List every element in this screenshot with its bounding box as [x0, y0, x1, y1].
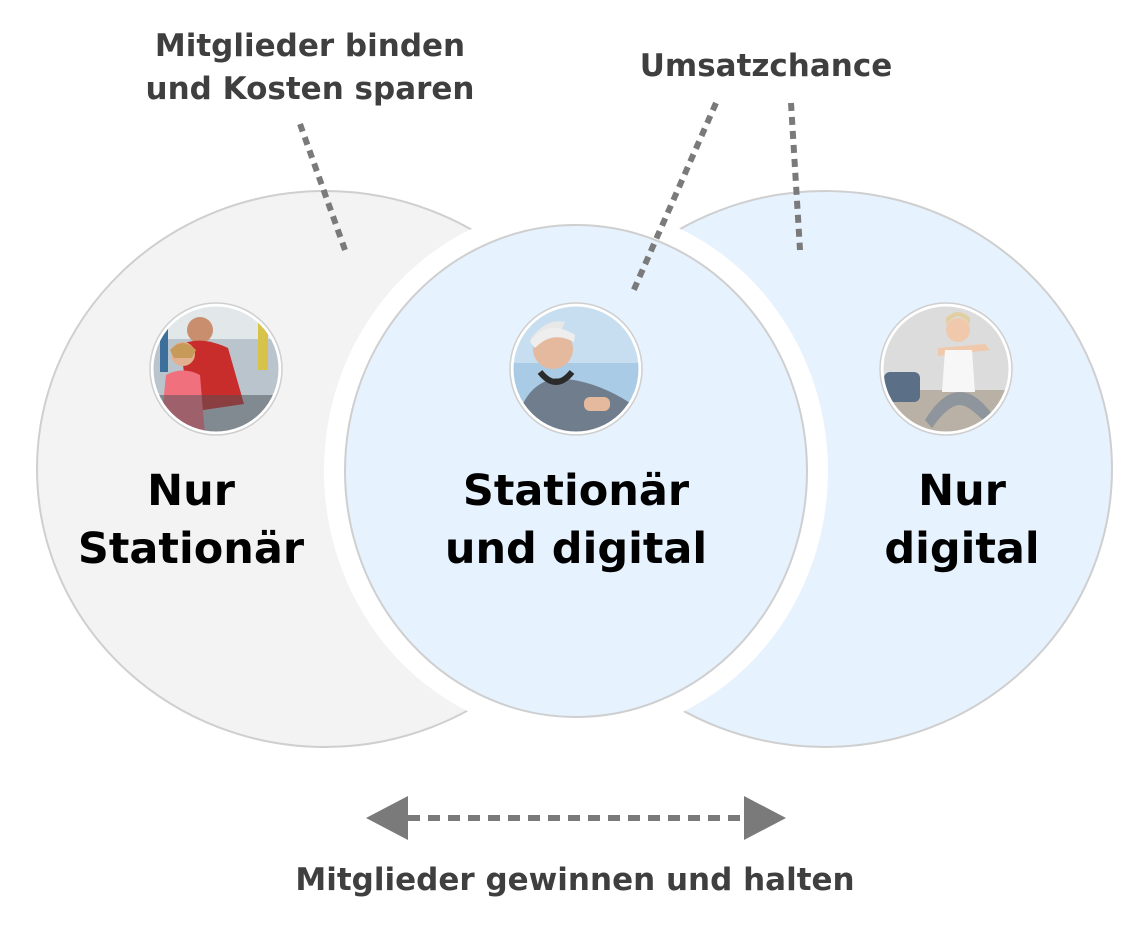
- revenue-leader-line-left: [629, 101, 719, 296]
- woman-home-workout-photo-icon: [879, 302, 1013, 436]
- double-arrow-icon: [366, 796, 786, 840]
- couple-gym-photo-icon: [149, 302, 283, 436]
- acquire-callout: Mitglieder gewinnen und halten: [295, 862, 854, 898]
- center-region-label-line1: Stationär: [463, 466, 690, 516]
- retain-callout-line1: Mitglieder binden: [155, 28, 465, 64]
- left-region-label-line2: Stationär: [78, 524, 305, 574]
- left-region-label-line1: Nur: [147, 466, 236, 516]
- right-region-label-line2: digital: [884, 524, 1039, 574]
- revenue-leader-line-right: [788, 102, 803, 251]
- retain-callout-line2: und Kosten sparen: [146, 71, 475, 107]
- revenue-callout: Umsatzchance: [640, 48, 893, 84]
- center-region-label-line2: und digital: [445, 524, 707, 574]
- woman-with-headphones-photo-icon: [509, 302, 643, 436]
- center-region-ellipse: [344, 224, 808, 718]
- right-region-label-line1: Nur: [918, 466, 1007, 516]
